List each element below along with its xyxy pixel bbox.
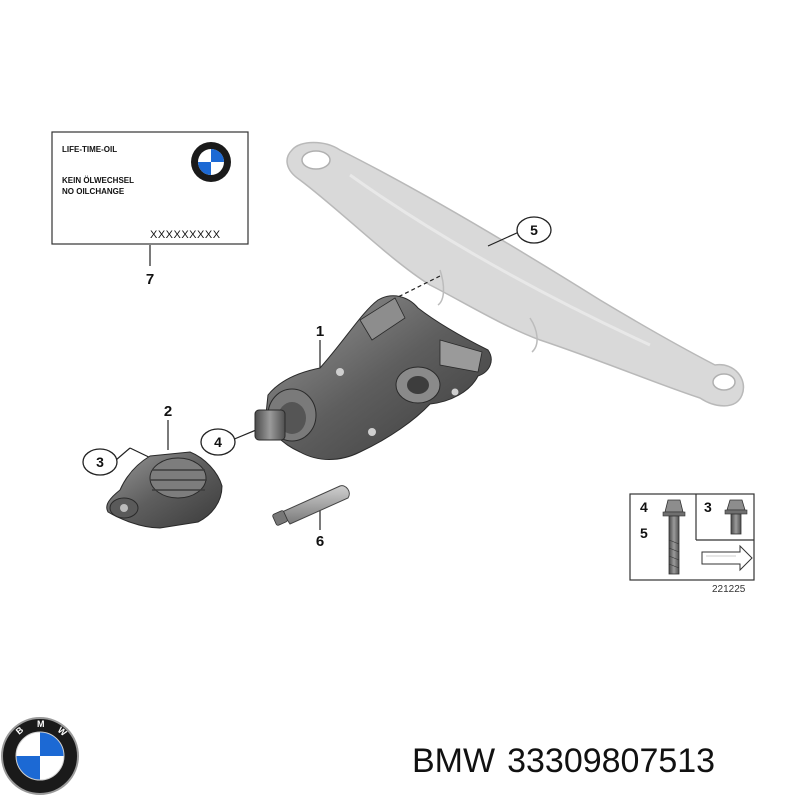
label-line3: NO OILCHANGE	[62, 187, 125, 196]
callout-2-number: 2	[164, 403, 172, 420]
label-bmw-logo-icon	[191, 142, 231, 182]
oil-label-card: LIFE-TIME-OIL KEIN ÖLWECHSEL NO OILCHANG…	[51, 131, 249, 245]
caption-brand: BMW	[412, 742, 496, 780]
rear-axle-crossmember	[286, 141, 745, 407]
direction-arrow-icon	[701, 544, 753, 572]
long-bolt-icon	[662, 499, 686, 575]
diagram-code: 221225	[712, 584, 746, 595]
fastener-label-3: 3	[704, 499, 712, 515]
callout-3: 3	[82, 448, 118, 476]
sealant-tube	[272, 485, 350, 526]
logo-letter-b: B	[14, 724, 26, 736]
differential-actuator	[106, 451, 223, 529]
logo-letter-m: M	[37, 719, 45, 729]
fastener-label-4: 4	[640, 499, 648, 515]
callout-1-number: 1	[316, 323, 324, 340]
callout-5-number: 5	[530, 222, 538, 238]
caption-part-number: 33309807513	[507, 742, 716, 780]
callout-6-number: 6	[316, 533, 324, 550]
callout-7-number: 7	[146, 271, 154, 288]
fastener-label-5: 5	[640, 525, 648, 541]
rear-differential	[254, 295, 492, 460]
callout-4-number: 4	[214, 434, 222, 450]
fastener-panel: 4 5 3 221225	[629, 493, 755, 595]
label-line1: LIFE-TIME-OIL	[62, 145, 117, 154]
bmw-logo-icon: B M W	[1, 717, 79, 795]
part-caption: BMW 33309807513	[412, 742, 727, 781]
short-bolt-icon	[724, 499, 748, 535]
label-serial: XXXXXXXXX	[150, 229, 221, 241]
callout-4: 4	[200, 428, 236, 456]
label-line2: KEIN ÖLWECHSEL	[62, 176, 134, 185]
callout-3-number: 3	[96, 454, 104, 470]
callout-5: 5	[516, 216, 552, 244]
